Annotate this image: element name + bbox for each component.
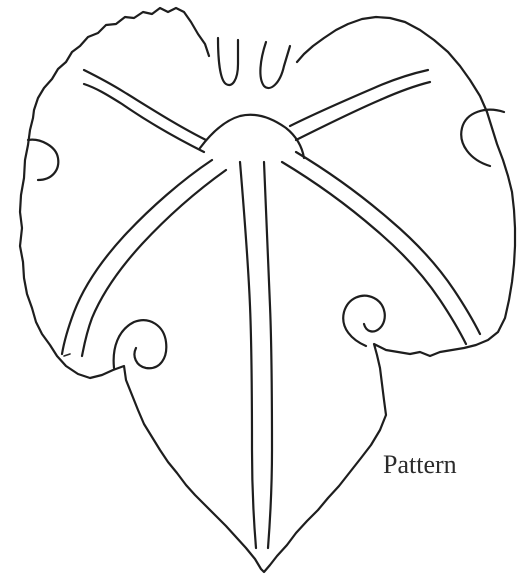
left-edge-tick [64,354,70,356]
pattern-label: Pattern [383,452,457,478]
vein-lower-right-b [296,152,480,334]
lower-right-sinus-curl [343,296,385,346]
vein-lower-right-a [282,162,466,344]
left-side-notch [28,140,58,180]
vein-upper-left-b [84,84,204,152]
top-center-notch [218,38,238,85]
vein-lower-left-b [82,170,226,356]
right-side-notch [461,110,504,166]
midrib-left [240,162,256,548]
midrib-right [264,162,272,548]
vein-lower-left-a [62,160,212,354]
vein-hub [200,115,304,158]
vein-upper-right-a [290,70,428,126]
lower-left-sinus-curl [114,320,167,368]
vein-upper-right-b [296,82,430,140]
leaf-outline [20,8,515,572]
top-center-notch-2 [260,42,290,88]
vein-upper-left-a [84,70,206,140]
